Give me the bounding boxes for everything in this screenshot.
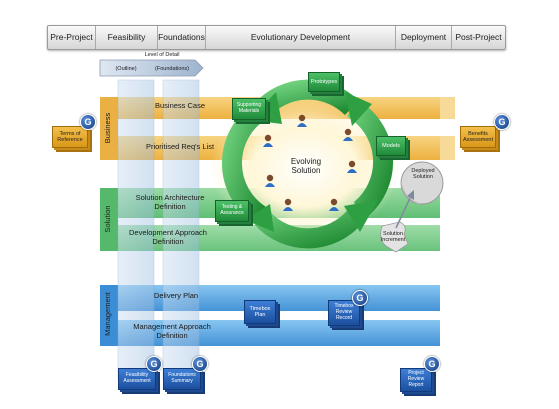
deployed-solution-label: Deployed Solution [411,168,435,181]
g-badge-icon: G [192,356,208,372]
development-approach-label: Development Approach Definition [129,228,207,246]
solution-architecture-label: Solution Architecture Definition [135,193,205,211]
person-icon [297,114,307,127]
management-approach-band [100,320,440,346]
delivery-plan-label: Delivery Plan [153,291,199,300]
testing-assurance-doc: Testing & Assurance [215,200,249,222]
band-label-management: Management [103,292,112,336]
level-of-detail-foundations: (Foundations) [155,66,189,72]
phase-pre-project: Pre-Project [48,26,96,49]
management-approach-label: Management Approach Definition [133,322,211,340]
business-case-label: Business Case [154,101,206,110]
phase-feasibility: Feasibility [96,26,158,49]
person-icon [283,198,293,211]
g-badge-icon: G [424,356,440,372]
feasibility-assessment-doc: Feasibility Assessment [118,368,156,390]
foundations-summary-doc: Foundations Summary [163,368,201,390]
timebox-review-record-doc: Timebox Review Record [328,300,360,326]
solution-increment-piece [380,221,409,253]
foundations-column [162,79,200,381]
prototypes-doc: Prototypes [308,72,340,92]
solution-band-tab [100,188,118,251]
supporting-materials-doc: Supporting Materials [232,98,266,120]
level-of-detail-title: Level of Detail [144,52,180,58]
terms-of-reference-doc: Terms of Reference [52,126,88,148]
person-icon [329,198,339,211]
business-band-tab [100,97,118,160]
timebox-plan-doc: Timebox Plan [244,300,276,324]
phase-deployment: Deployment [396,26,452,49]
level-of-detail-outline: (Outline) [115,66,137,72]
prioritised-reqs-label: Prioritised Req's List [145,142,215,151]
g-badge-icon: G [352,290,368,306]
phase-post-project: Post-Project [455,32,502,42]
solution-increment-label: Solution Increment [380,231,406,244]
level-of-detail-arrow [99,59,204,77]
project-review-report-doc: Project Review Report [400,368,432,392]
phase-foundations: Foundations [158,26,206,49]
band-label-solution: Solution [103,205,112,233]
g-badge-icon: G [494,114,510,130]
person-icon [263,134,273,147]
phase-bar: Pre-Project Feasibility Foundations Evol… [47,25,506,50]
person-icon [265,174,275,187]
g-badge-icon: G [146,356,162,372]
phase-evolutionary-development: Evolutionary Development [206,26,396,49]
management-band-tab [100,285,118,346]
g-badge-icon: G [80,114,96,130]
person-icon [343,128,353,141]
evolving-solution-label: Evolving Solution [290,157,322,176]
person-icon [347,160,357,173]
band-label-business: Business [103,112,112,144]
benefits-assessment-doc: Benefits Assessment [460,126,496,148]
models-doc: Models [376,136,406,156]
